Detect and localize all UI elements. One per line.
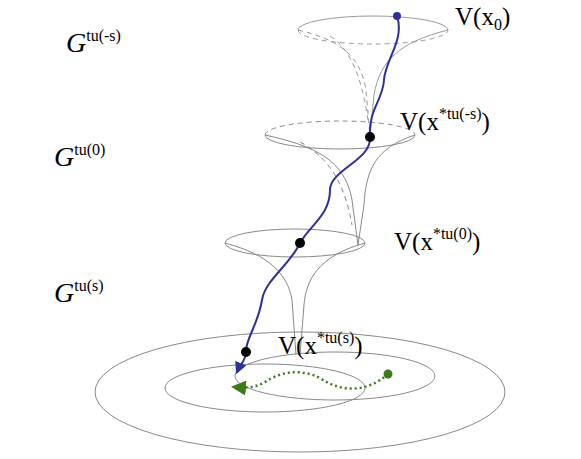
- minimum-dot: [241, 347, 251, 357]
- funnel-middle: [265, 121, 415, 245]
- set-label: Gtu(0): [54, 142, 105, 171]
- value-label: V(x*tu(0)): [394, 226, 480, 254]
- value-label: V(x*tu(s)): [278, 330, 363, 358]
- start-dot: [393, 12, 401, 20]
- minimum-dot: [295, 238, 305, 248]
- orbit-path: [234, 372, 388, 388]
- set-label: Gtu(s): [54, 278, 104, 307]
- trajectory: [237, 16, 399, 372]
- orbit-dot: [384, 370, 393, 379]
- value-label: V(x*tu(-s)): [400, 106, 490, 134]
- funnel-top: [298, 16, 448, 137]
- set-label: Gtu(-s): [66, 28, 121, 57]
- minimum-dot: [365, 132, 375, 142]
- value-label: V(x0): [455, 4, 510, 33]
- torus: [95, 332, 505, 452]
